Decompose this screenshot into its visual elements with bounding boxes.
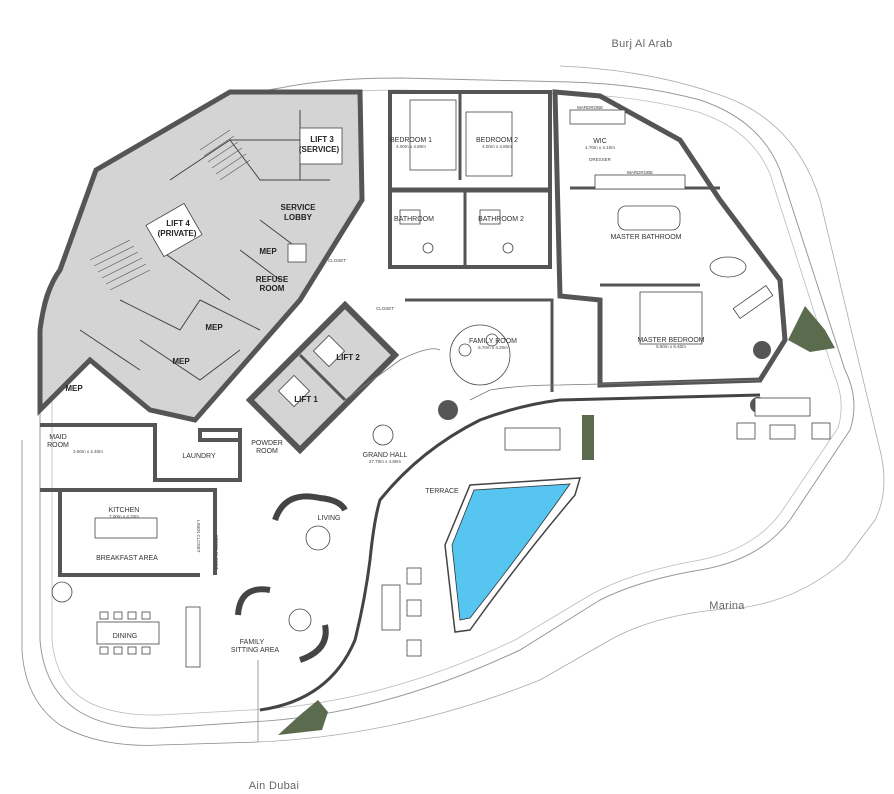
mep-a-label: MEP <box>259 247 277 256</box>
service-lobby-label-2: LOBBY <box>284 213 313 222</box>
compass-east: Marina <box>709 600 745 612</box>
lift4-label: LIFT 4 <box>166 219 190 228</box>
pool-water <box>451 483 571 621</box>
master-bedroom-dim: 5.60m x 6.40m <box>656 344 686 349</box>
bathroom2-label: BATHROOM 2 <box>478 216 524 223</box>
stair-north <box>199 129 251 181</box>
family-room-wall <box>404 298 554 392</box>
store-closet-label: STORE CLOSET <box>214 535 219 570</box>
living-table <box>305 525 331 551</box>
bedroom1-label: BEDROOM 1 <box>390 137 432 144</box>
terrace-label: TERRACE <box>425 488 459 495</box>
mep-d-label: MEP <box>65 384 83 393</box>
living-label: LIVING <box>318 515 341 522</box>
wardrobe-b-label: WARDROBE <box>627 170 653 175</box>
family-room-dim: 6.70m x 4.20m <box>478 345 508 350</box>
bathroom1-label: BATHROOM <box>394 216 434 223</box>
breakfast-label: BREAKFAST AREA <box>96 555 158 562</box>
service-lobby-label: SERVICE <box>281 203 317 212</box>
stair-south <box>89 239 151 291</box>
kitchen-dim: 7.00m x 4.20m <box>109 514 139 519</box>
dining-label: DINING <box>113 633 138 640</box>
powder-label-2: ROOM <box>256 448 278 455</box>
mep-c-label: MEP <box>172 357 190 366</box>
grand-hall-label: GRAND HALL <box>363 452 408 459</box>
powder-label: POWDER <box>251 440 283 447</box>
lift4-sub-label: (PRIVATE) <box>158 229 197 238</box>
closet-a-label: CLOSET <box>328 258 346 263</box>
wic-label: WIC <box>593 138 607 145</box>
refuse-label-2: ROOM <box>260 284 285 293</box>
bedroom1-dim: 4.00m x 4.80m <box>396 144 426 149</box>
linen-closet-label: LINEN CLOSET <box>196 520 201 553</box>
bedrooms-block <box>388 90 552 269</box>
maid-label-2: ROOM <box>47 442 69 449</box>
maid-dim: 2.50m x 2.40m <box>73 449 103 454</box>
lift4-shaft <box>145 202 203 258</box>
mep-b-label: MEP <box>205 323 223 332</box>
family-sitting-label-2: SITTING AREA <box>231 647 280 654</box>
lift3-sub-label: (SERVICE) <box>299 145 340 154</box>
dresser-label: DRESSER <box>589 157 612 162</box>
family-room-label: FAMILY ROOM <box>469 338 517 345</box>
master-bathroom-label: MASTER BATHROOM <box>610 234 681 241</box>
service-wing <box>40 423 242 577</box>
compass-south: Ain Dubai <box>249 780 299 792</box>
core-area <box>37 89 365 423</box>
bedroom2-label: BEDROOM 2 <box>476 137 518 144</box>
dining-chairs <box>99 611 151 655</box>
outer-boundary <box>39 77 855 729</box>
laundry-label: LAUNDRY <box>182 453 216 460</box>
lift2-label: LIFT 2 <box>336 353 360 362</box>
lift3-label: LIFT 3 <box>310 135 334 144</box>
lift3-shaft <box>299 127 343 165</box>
grand-hall-dim: 27.70m x 4.80m <box>369 459 402 464</box>
refuse-label: REFUSE <box>256 275 289 284</box>
master-suite <box>552 89 788 388</box>
family-sitting-label: FAMILY <box>240 639 265 646</box>
master-bedroom-label: MASTER BEDROOM <box>637 337 704 344</box>
bedroom2-dim: 4.00m x 4.80m <box>482 144 512 149</box>
kitchen-label: KITCHEN <box>109 507 140 514</box>
wic-dim: 4.70m x 4.10m <box>585 145 615 150</box>
refuse-box <box>287 243 307 263</box>
closet-b-label: CLOSET <box>376 306 394 311</box>
maid-label: MAID <box>49 434 67 441</box>
compass-north: Burj Al Arab <box>611 38 672 50</box>
lift1-label: LIFT 1 <box>294 395 318 404</box>
wardrobe-a-label: WARDROBE <box>577 105 603 110</box>
terrace-path <box>344 348 761 401</box>
